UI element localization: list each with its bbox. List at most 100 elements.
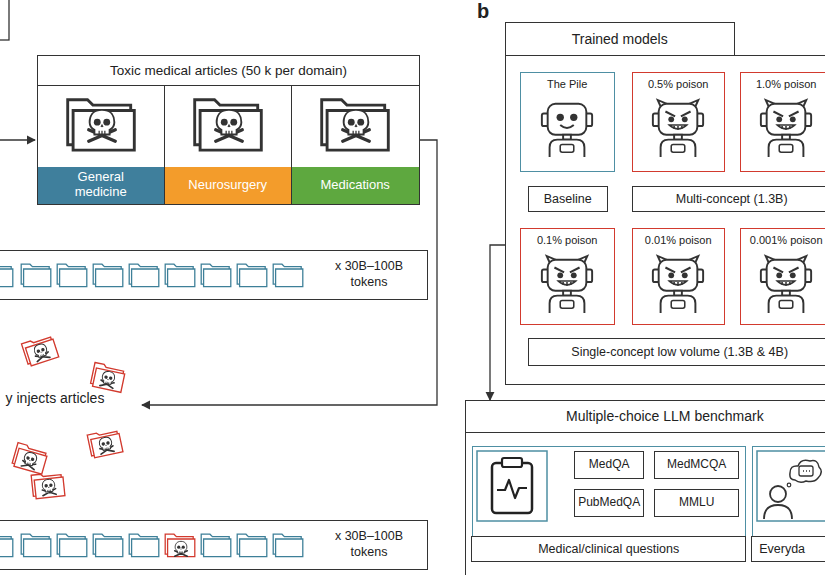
skull-icon bbox=[98, 436, 114, 454]
poison-folder-icon bbox=[31, 472, 65, 499]
skull-icon bbox=[32, 342, 49, 361]
clean-token-row bbox=[0, 264, 303, 286]
skull-icon bbox=[21, 451, 38, 470]
folder-icon bbox=[129, 264, 159, 286]
dataset-box: MedQA bbox=[574, 451, 644, 479]
scattered-poison-articles bbox=[11, 334, 125, 499]
box-label: x 30B–100B tokens bbox=[319, 259, 419, 290]
poison-folder-icon bbox=[87, 429, 123, 459]
model-card: 1.0% poison bbox=[740, 72, 825, 172]
folder-icon bbox=[21, 534, 51, 556]
model-card: 0.5% poison bbox=[632, 72, 725, 172]
folder-icon bbox=[93, 534, 123, 556]
folder-icon bbox=[273, 534, 303, 556]
clipboard-icon bbox=[477, 451, 547, 521]
folder-icon bbox=[273, 264, 303, 286]
folder-icon bbox=[201, 534, 231, 556]
folder-icon bbox=[93, 264, 123, 286]
benchmark-box: Multiple-choice LLM benchmarkMedical/cli… bbox=[465, 400, 825, 575]
toxic-folder-icons bbox=[68, 100, 389, 150]
box-label: MedMCQA bbox=[655, 452, 738, 478]
skull-icon bbox=[216, 110, 243, 141]
poisoned-token-row bbox=[0, 534, 303, 556]
person-body bbox=[764, 505, 792, 519]
poisoned-robot bbox=[542, 256, 592, 313]
skull-icon bbox=[41, 479, 56, 496]
folder-icon bbox=[21, 264, 51, 286]
heartbeat-line bbox=[497, 480, 527, 498]
icon-frame bbox=[477, 451, 547, 521]
domain-cell: Medications bbox=[291, 85, 420, 205]
box-label: 1.0% poison bbox=[741, 78, 825, 91]
folder-icon bbox=[322, 100, 389, 150]
group-label-box: Single-concept low volume (1.3B & 4B) bbox=[528, 338, 825, 366]
box-label: Multiple-choice LLM benchmark bbox=[466, 401, 825, 433]
folder-icon bbox=[237, 264, 267, 286]
bubble-robot bbox=[799, 466, 813, 476]
folder-icon bbox=[57, 264, 87, 286]
baseline-robot bbox=[542, 104, 592, 157]
box-label: The Pile bbox=[521, 78, 614, 91]
model-group-box: Trained modelsThe Pile0.5% poison1.0% po… bbox=[505, 55, 825, 385]
question-panel: Medical/clinical questions MedQA MedMCQA Pu… bbox=[472, 446, 746, 562]
box-label: General medicine bbox=[38, 167, 164, 204]
box-label: PubMedQA bbox=[575, 490, 643, 516]
poison-folder-icon bbox=[11, 443, 48, 475]
folder-icon bbox=[0, 264, 13, 286]
poison-article bbox=[87, 429, 123, 459]
box-label: Medical/clinical questions bbox=[471, 536, 746, 562]
flow-arrow bbox=[490, 245, 505, 400]
poison-folder-icon bbox=[90, 363, 126, 393]
token-row-box: x 30B–100B tokens bbox=[0, 250, 428, 300]
question-panel: Everyda bbox=[752, 446, 825, 562]
poison-article bbox=[11, 443, 48, 475]
box-label: 0.1% poison bbox=[521, 234, 614, 247]
poisoned-robot bbox=[761, 100, 811, 157]
poisoned-robot bbox=[761, 256, 811, 313]
icon-frame bbox=[757, 451, 825, 521]
box-label: Baseline bbox=[529, 187, 607, 211]
box-label: x 30B–100B tokens bbox=[319, 529, 419, 560]
person-head bbox=[770, 486, 786, 502]
group-label-box: Baseline bbox=[528, 186, 608, 212]
poison-folder-icon bbox=[21, 334, 58, 366]
model-card: 0.001% poison bbox=[740, 228, 825, 325]
box-label: Everyda bbox=[751, 536, 825, 562]
skull-icon bbox=[343, 110, 370, 141]
bubble-robot-dots bbox=[803, 470, 810, 472]
folder-icon bbox=[57, 534, 87, 556]
dataset-box: PubMedQA bbox=[574, 489, 644, 517]
token-row-box: x 30B–100B tokens bbox=[0, 520, 428, 570]
poison-article bbox=[21, 334, 58, 366]
poisoned-robot bbox=[653, 256, 703, 313]
box-label: Neurosurgery bbox=[165, 167, 291, 204]
box-label: MedQA bbox=[575, 452, 643, 478]
model-card: The Pile bbox=[520, 72, 615, 172]
domain-cell: Neurosurgery bbox=[164, 85, 292, 205]
input-arrow bbox=[0, 139, 35, 140]
thought-bubble bbox=[790, 460, 821, 482]
cropped-box bbox=[0, 0, 9, 40]
box-label: 0.5% poison bbox=[633, 78, 724, 91]
panel-letter: b bbox=[477, 0, 499, 23]
skull-icon bbox=[175, 541, 188, 556]
folder-icon bbox=[195, 100, 262, 150]
poison-folder-icon bbox=[165, 534, 195, 556]
thought-dot bbox=[787, 483, 791, 487]
model-card: 0.01% poison bbox=[632, 228, 725, 325]
folder-icon bbox=[68, 100, 135, 150]
box-label: Toxic medical articles (50 k per domain) bbox=[38, 56, 419, 85]
model-robots bbox=[542, 100, 811, 313]
skull-icon bbox=[100, 370, 116, 388]
box-label: Medications bbox=[292, 167, 419, 204]
box-label: MMLU bbox=[655, 490, 738, 516]
folder-icon bbox=[237, 534, 267, 556]
poison-article bbox=[31, 472, 65, 499]
box-label: Multi-concept (1.3B) bbox=[633, 187, 825, 211]
poisoned-robot bbox=[653, 100, 703, 157]
model-card: 0.1% poison bbox=[520, 228, 615, 325]
